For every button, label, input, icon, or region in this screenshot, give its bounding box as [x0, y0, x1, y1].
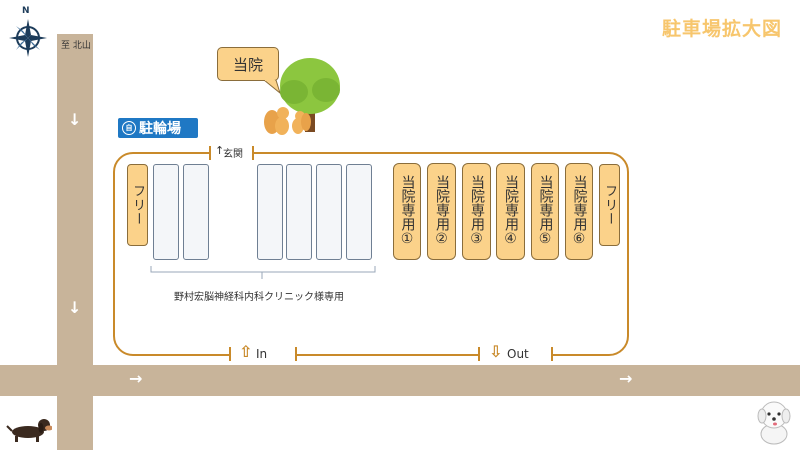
entrance-marker-right: [252, 146, 254, 160]
reserved-space-2: 当院専用 ②: [427, 163, 456, 260]
reserved-space-text: 当院専用: [399, 175, 416, 231]
entrance-arrow-icon: ↑: [215, 144, 225, 157]
white-dog-icon: [757, 401, 791, 445]
clinic-space: [346, 164, 372, 260]
reserved-space-4: 当院専用 ④: [496, 163, 525, 260]
out-gate-gap: [478, 351, 553, 359]
arrow-down-icon: ↓: [68, 110, 82, 129]
free-space-label: フリー: [602, 184, 617, 226]
reserved-space-text: 当院専用: [571, 175, 588, 231]
clinic-bubble-label: 当院: [232, 55, 263, 74]
reserved-space-number: ①: [400, 231, 414, 247]
out-label: Out: [507, 347, 529, 361]
reserved-space-3: 当院専用 ③: [462, 163, 491, 260]
free-space-left: フリー: [127, 164, 148, 246]
compass-icon: [9, 19, 47, 57]
clinic-space: [316, 164, 342, 260]
reserved-space-text: 当院専用: [469, 175, 485, 231]
compass-north-label: N: [22, 6, 30, 16]
clinic-space: [257, 164, 283, 260]
out-gate-marker-right: [551, 347, 553, 361]
bicycle-parking-label: 駐輪場: [139, 121, 181, 137]
reserved-space-5: 当院専用 ⑤: [531, 163, 559, 260]
tree-icon: [280, 58, 340, 132]
clinic-space: [183, 164, 209, 260]
road-direction-label: 至 北山: [61, 41, 91, 51]
squirrel-icon: [264, 107, 311, 135]
entrance-marker-left: [209, 146, 211, 160]
reserved-space-text: 当院専用: [434, 175, 450, 231]
reserved-space-6: 当院専用 ⑥: [565, 163, 593, 260]
arrow-right-icon: →: [619, 369, 633, 388]
reserved-space-number: ④: [504, 231, 517, 247]
entrance-gap: [211, 149, 253, 157]
reserved-space-1: 当院専用 ①: [393, 163, 421, 260]
free-space-label: フリー: [130, 184, 145, 226]
compass: N: [8, 6, 48, 62]
clinic-speech-bubble: 当院: [217, 47, 279, 81]
reserved-space-number: ⑤: [538, 231, 552, 247]
out-gate-marker-left: [478, 347, 480, 361]
dachshund-dog-icon: [6, 419, 52, 442]
clinic-space: [286, 164, 312, 260]
in-gate-line: [295, 354, 479, 356]
entrance-label: 玄関: [223, 149, 243, 160]
in-label: In: [256, 347, 268, 361]
reserved-space-text: 当院専用: [537, 175, 554, 231]
arrow-down-icon: ↓: [68, 298, 82, 317]
reserved-space-number: ②: [435, 231, 448, 247]
in-gate-gap: [230, 351, 296, 359]
bubble-tail-icon: [263, 80, 281, 94]
in-arrow-icon: ⇧: [239, 342, 253, 361]
east-west-road: [0, 365, 800, 396]
map-title: 駐車場拡大図: [661, 18, 782, 40]
clinic-space: [153, 164, 179, 260]
reserved-space-number: ⑥: [572, 231, 586, 247]
out-arrow-icon: ⇩: [489, 342, 503, 361]
bicycle-parking-logo: 自 駐輪場: [118, 118, 198, 138]
free-space-right: フリー: [599, 164, 620, 246]
in-gate-marker-left: [229, 347, 231, 361]
clinic-reserved-label: 野村宏脳神経科内科クリニック様専用: [174, 292, 344, 303]
reserved-space-number: ③: [470, 231, 483, 247]
clinic-spaces-bracket: [150, 266, 376, 279]
bicycle-badge-icon: 自: [122, 121, 136, 135]
arrow-right-icon: →: [129, 369, 143, 388]
reserved-space-text: 当院専用: [503, 175, 519, 231]
